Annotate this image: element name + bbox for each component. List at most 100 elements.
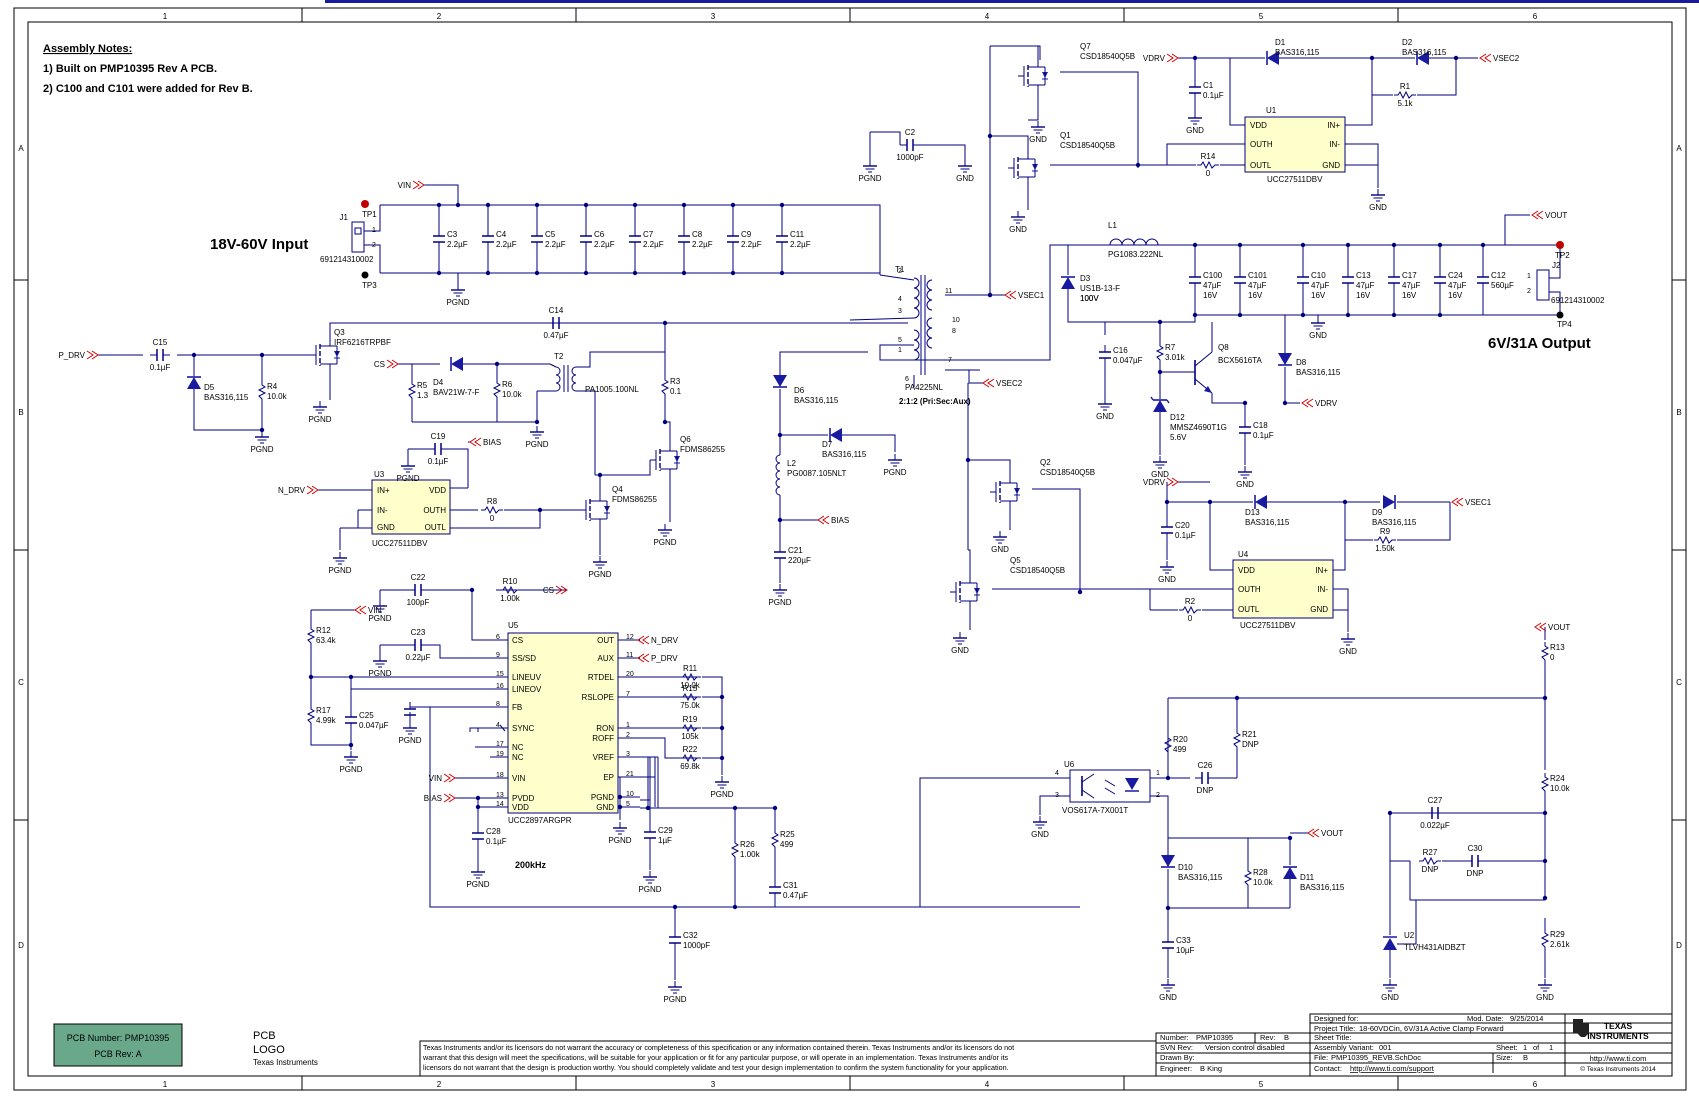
driver-part: UCC27511DBV (1267, 175, 1323, 184)
capacitor-ref: C28 (486, 827, 501, 836)
diode-part: BAS316,115 (1372, 518, 1417, 527)
controller-pin-number: 11 (626, 652, 633, 659)
capacitor-value: 0.047µF (1113, 356, 1143, 365)
controller-pin-name: AUX (598, 654, 615, 663)
wire (779, 351, 868, 375)
controller-pin-number: 13 (496, 792, 504, 799)
resistor-value: 10.0k (680, 681, 701, 690)
resistor-ref: R29 (1550, 930, 1565, 939)
mosfet-part: FDMS86255 (680, 445, 725, 454)
resistor-value: 1.00k (740, 850, 761, 859)
project-title-label: Project Title: (1314, 1024, 1355, 1033)
resistor-value: 63.4k (316, 636, 337, 645)
resistor (1232, 729, 1242, 751)
inductor-l2 (775, 454, 781, 496)
resistor-value: 3.01k (1165, 353, 1186, 362)
pin-number: 4 (1055, 770, 1059, 777)
controller-pin-name: LINEUV (512, 673, 542, 682)
controller-pin-number: 19 (496, 751, 504, 758)
ti-brand-line-2: INSTRUMENTS (1587, 1031, 1649, 1041)
capacitor-value: 560µF (1491, 281, 1514, 290)
net-flag (443, 793, 456, 803)
net-label: VOUT (1321, 829, 1343, 838)
resistor-ref: R1 (1400, 82, 1411, 91)
capacitor-ref: C6 (594, 230, 605, 239)
capacitor-ref: C3 (447, 230, 458, 239)
pin-number: 2 (1156, 792, 1160, 799)
contact-link[interactable]: http://www.ti.com/support (1350, 1064, 1435, 1073)
winding (926, 279, 933, 311)
capacitor-value: 47µF (1402, 281, 1421, 290)
ground-net-label: PGND (396, 474, 419, 483)
labels-layer: Assembly Notes:1) Built on PMP10395 Rev … (43, 38, 1656, 1073)
ti-website-link[interactable]: http://www.ti.com (1590, 1054, 1647, 1063)
net-flag (1534, 622, 1547, 632)
net-flag (555, 585, 568, 595)
controller-pin-number: 16 (496, 683, 504, 690)
controller-pin-name: CS (512, 636, 523, 645)
wire (735, 807, 776, 829)
wire (1032, 488, 1081, 592)
mosfet (650, 0, 1699, 478)
connector-pin: 2 (1527, 288, 1531, 295)
net-flag (306, 485, 319, 495)
net-label: VOUT (1545, 211, 1567, 220)
junction-dot (259, 427, 265, 433)
inductor-ref: L1 (1108, 221, 1117, 230)
ground-symbol (373, 655, 387, 668)
connector-pin: 2 (372, 242, 376, 249)
diode (1283, 866, 1297, 879)
net-flag (1531, 210, 1544, 220)
net-label: VSEC2 (1493, 54, 1520, 63)
capacitor (1189, 270, 1201, 290)
rev-value: B (1284, 1033, 1289, 1042)
wire (1345, 164, 1379, 188)
ground-net-label: PGND (710, 790, 733, 799)
diode-ref: D4 (433, 378, 444, 387)
junction-dot (1480, 242, 1486, 248)
wire (364, 244, 381, 273)
pin-number: 1 (1156, 770, 1160, 777)
pin-number: 3 (1055, 792, 1059, 799)
copyright-text: © Texas Instruments 2014 (1580, 1065, 1656, 1073)
resistor-ref: R22 (683, 745, 698, 754)
capacitor-value: 2.2µF (545, 240, 566, 249)
capacitor-ref: C20 (1175, 521, 1190, 530)
driver-ref: U1 (1266, 106, 1277, 115)
capacitor (580, 229, 592, 249)
wire (549, 363, 557, 368)
net-flag (86, 350, 99, 360)
ground-net-label: PGND (663, 995, 686, 1004)
ground-net-label: PGND (308, 415, 331, 424)
capacitor-value: 1000pF (896, 153, 923, 162)
junction-dot (1387, 810, 1393, 816)
wire (1028, 94, 1039, 121)
ground-symbol (1031, 121, 1045, 134)
wire (968, 370, 983, 384)
diode-ref: D13 (1245, 508, 1260, 517)
test-point-label: TP4 (1557, 320, 1572, 329)
capacitor-ref: C27 (1428, 796, 1443, 805)
winding (913, 277, 920, 319)
controller-pin-name: PGND (591, 793, 614, 802)
zone-col-bottom: 3 (711, 1080, 716, 1089)
wire (576, 390, 596, 475)
capacitor (345, 710, 357, 730)
resistor (1394, 90, 1416, 100)
capacitor-ref: C9 (741, 230, 752, 239)
driver-pin-name: GND (377, 523, 395, 532)
resistor (1243, 867, 1253, 889)
capacitor (900, 139, 920, 151)
resistor (1155, 342, 1165, 364)
controller-pin-number: 18 (496, 772, 504, 779)
capacitor (769, 880, 781, 900)
ground-symbol (668, 981, 682, 994)
net-label: VSEC1 (1465, 498, 1492, 507)
ground-net-label: PGND (638, 885, 661, 894)
resistor-value: 1.00k (500, 594, 521, 603)
sheet-outer-border (13, 7, 1687, 1091)
capacitor (1388, 270, 1400, 290)
zone-row-left: D (18, 941, 24, 950)
wire (350, 677, 490, 690)
capacitor-ref: C15 (153, 338, 168, 347)
